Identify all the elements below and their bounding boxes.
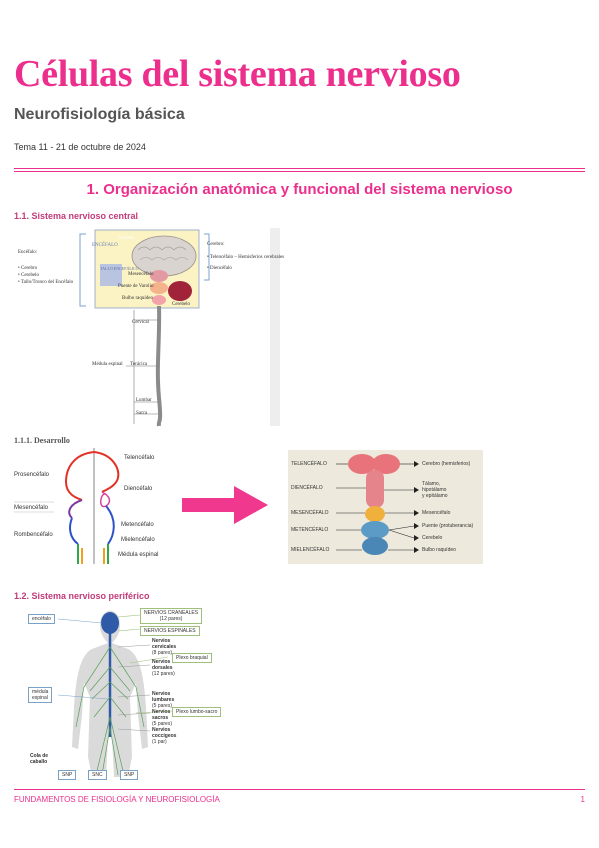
label-mesencefalo-left: Mesencéfalo: [14, 505, 49, 511]
subsection-1-1-1: 1.1.1. Desarrollo: [14, 436, 70, 445]
arrow-icon: [182, 486, 268, 524]
figure-snc: Encéfalo: • Cerebro • Cerebelo • Tallo/T…: [14, 228, 285, 428]
subsection-1-2: 1.2. Sistema nervioso periférico: [14, 591, 150, 601]
label-snp-right: SNP: [120, 770, 139, 780]
snp-illustration: [57, 610, 173, 777]
label-medula-box: médula espinal: [28, 687, 53, 703]
label-espinales-box: NERVIOS ESPINALES: [140, 626, 200, 636]
label-medula-line1: médula: [32, 689, 49, 695]
coccigeos-2: coccígeos: [152, 733, 177, 739]
label-toracica: Torácica: [130, 362, 148, 367]
footer-course: FUNDAMENTOS DE FISIOLOGÍA Y NEUROFISIOLO…: [14, 795, 220, 804]
label-cerebelo: Cerebelo: [172, 302, 191, 307]
label-rombencefalo: Rombencéfalo: [14, 532, 53, 538]
label-cola-caballo: Cola de caballo: [30, 753, 48, 765]
label-snp-left: SNP: [58, 770, 77, 780]
label-metencefalo-right: METENCÉFALO: [291, 527, 329, 533]
label-puente: Puente de Varolio: [118, 284, 154, 289]
label-craneales-box: NERVIOS CRANEALES (12 pares): [140, 608, 203, 624]
divider-top-2: [14, 171, 585, 172]
sacros-1: Nervios: [152, 709, 171, 715]
cerebro-item: • Diencéfalo: [207, 266, 232, 271]
sacros-2: sacros: [152, 715, 169, 721]
label-mesencefalo: Mesencéfalo: [128, 272, 154, 277]
figure-desarrollo-left: Prosencéfalo Mesencéfalo Rombencéfalo Te…: [14, 448, 164, 564]
section-heading: 1. Organización anatómica y funcional de…: [86, 181, 513, 198]
footer-divider: [14, 789, 585, 790]
coccigeos-1: Nervios: [152, 727, 171, 733]
label-mielencefalo-right: MIELENCÉFALO: [291, 547, 330, 553]
label-sacra: Sacra: [136, 411, 148, 416]
label-medula-espinal: Médula espinal: [118, 552, 159, 558]
brain-vesicles-diagram: [336, 454, 419, 555]
label-lumbares: Nervios lumbares (5 pares): [152, 691, 174, 709]
label-diencefalo-right: DIENCÉFALO: [291, 485, 323, 491]
figure-desarrollo-right: TELENCÉFALO DIENCÉFALO MESENCÉFALO METEN…: [288, 450, 483, 564]
label-bulbo: Bulbo raquídeo: [122, 296, 153, 301]
divider-top: [14, 168, 585, 169]
label-hipotalamo: hipotálamo: [422, 487, 447, 493]
desarrollo-diagram: [14, 448, 120, 564]
label-medula-line2: espinal: [32, 695, 48, 701]
date-line: Tema 11 - 21 de octubre de 2024: [14, 142, 146, 152]
label-cervical: Cervical: [132, 320, 149, 325]
label-cerebro-hemisferios: Cerebro (hemisferios): [422, 461, 471, 467]
label-plexo-lumbo: Plexo lumbo-sacro: [172, 707, 222, 717]
label-encefalo-box: encéfalo: [28, 614, 55, 624]
lumbares-2: lumbares: [152, 697, 175, 703]
dorsales-2: dorsales: [152, 665, 173, 671]
dorsales-1: Nervios: [152, 659, 171, 665]
label-telencefalo: Telencéfalo: [124, 455, 155, 461]
subsection-1-1: 1.1. Sistema nervioso central: [14, 211, 139, 221]
cervicales-3: (8 pares): [152, 650, 173, 656]
page-subtitle: Neurofisiología básica: [14, 106, 185, 123]
label-telencefalo-right: TELENCÉFALO: [291, 461, 327, 467]
lumbares-3: (5 pares): [152, 703, 173, 709]
label-cervicales: Nervios cervicales (8 pares): [152, 638, 176, 656]
label-coccigeos: Nervios coccígeos (1 par): [152, 727, 176, 745]
page-title: Células del sistema nervioso: [14, 53, 461, 95]
cervicales-1: Nervios: [152, 638, 171, 644]
dorsales-3: (12 pares): [152, 671, 175, 677]
encefalo-item: • Cerebro: [18, 266, 38, 271]
sacros-3: (5 pares): [152, 721, 173, 727]
cerebro-heading: Cerebro:: [207, 242, 225, 247]
encefalo-heading: Encéfalo:: [18, 250, 38, 255]
cervicales-2: cervicales: [152, 644, 177, 650]
label-sacros: Nervios sacros (5 pares): [152, 709, 172, 727]
cola-2: caballo: [30, 759, 48, 765]
label-bulbo-out: Bulbo raquídeo: [422, 547, 456, 553]
cola-1: Cola de: [30, 753, 49, 759]
label-prosencefalo: Prosencéfalo: [14, 472, 50, 478]
label-mesencefalo-out: Mesencéfalo: [422, 510, 451, 516]
label-cerebelo-out: Cerebelo: [422, 535, 443, 541]
encefalo-item: • Cerebelo: [18, 273, 40, 278]
label-craneales-n: (12 pares): [159, 616, 183, 622]
label-metencefalo: Metencéfalo: [121, 522, 154, 528]
label-talamo: Tálamo,: [422, 481, 441, 487]
cerebro-item: • Telencéfalo – Hemisferios cerebrales: [207, 255, 285, 260]
label-diencefalo: Diencéfalo: [124, 486, 153, 492]
page-number: 1: [580, 795, 585, 804]
label-puente-out: Puente (protuberancia): [422, 523, 474, 529]
label-plexo-braquial: Plexo braquial: [172, 653, 212, 663]
label-mesencefalo-right: MESENCÉFALO: [291, 510, 329, 516]
figure-snp: encéfalo médula espinal NERVIOS CRANEALE…: [28, 607, 268, 781]
coccigeos-3: (1 par): [152, 739, 167, 745]
label-snc: SNC: [88, 770, 107, 780]
label-epitalamo: y epitálamo: [422, 493, 448, 499]
label-lumbar: Lumbar: [136, 398, 152, 403]
lumbares-1: Nervios: [152, 691, 171, 697]
label-tallo: TALLO ENCEFÁLICO: [100, 266, 139, 271]
label-craneales: NERVIOS CRANEALES: [144, 610, 199, 616]
snc-illustration: [79, 228, 280, 427]
encefalo-item: • Tallo/Tronco del Encéfalo: [18, 280, 74, 285]
label-mielencefalo: Mielencéfalo: [121, 537, 155, 543]
label-cerebro: Cerebro: [118, 236, 135, 241]
label-medula: Médula espinal: [92, 362, 123, 367]
label-dorsales: Nervios dorsales (12 pares): [152, 659, 175, 677]
label-encefalo: ENCÉFALO: [92, 243, 118, 248]
